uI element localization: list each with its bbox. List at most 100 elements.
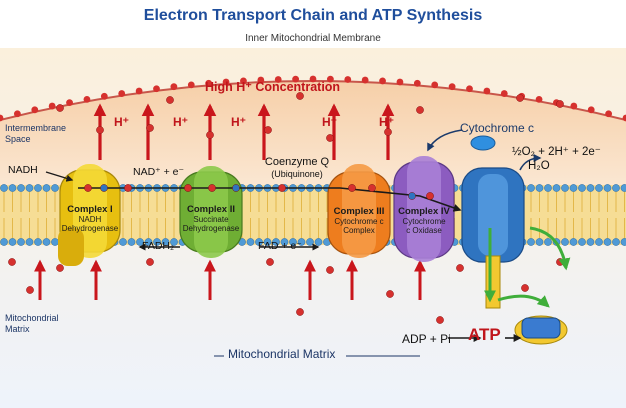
complex-iii-shape	[327, 164, 391, 258]
proton-dot	[326, 134, 334, 142]
lipid-head	[612, 238, 620, 246]
proton-label: H⁺	[322, 115, 337, 129]
membrane-dot	[326, 75, 334, 83]
complex-i-label: Complex I NADH Dehydrogenase	[61, 204, 119, 233]
intermembrane-region	[0, 81, 626, 190]
proton-dot	[416, 106, 424, 114]
lipid-head	[17, 184, 25, 192]
green-flow-arrow-right	[529, 226, 571, 271]
electron-dot	[278, 184, 286, 192]
electron-dot	[124, 184, 132, 192]
lipid-head	[51, 238, 59, 246]
lipid-head	[586, 238, 595, 246]
cytochrome-c-label: Cytochrome c	[460, 121, 535, 135]
proton-dot	[436, 316, 444, 324]
proton-label: H⁺	[231, 115, 246, 129]
membrane-dot	[48, 102, 56, 110]
membrane-dot	[135, 87, 143, 95]
membrane-dot	[379, 77, 386, 85]
membrane-dot	[570, 102, 578, 110]
lipid-head	[314, 238, 323, 246]
lipid-head	[620, 238, 626, 246]
lipid-head	[144, 238, 153, 246]
lipid-head	[170, 238, 178, 246]
lipid-head	[297, 238, 306, 246]
proton-dot	[296, 92, 304, 100]
membrane-dot	[170, 83, 178, 91]
proton-dot	[384, 128, 392, 136]
membrane-dot	[274, 76, 282, 83]
complex-iv-label: Complex IV Cytochrome c Oxidase	[398, 206, 450, 235]
complex-ii-shape	[179, 166, 243, 258]
lipid-head	[527, 184, 535, 192]
lipid-head	[280, 238, 289, 246]
proton-dot	[26, 286, 34, 294]
membrane-dot	[483, 87, 491, 95]
lipid-head	[561, 184, 569, 192]
membrane-dot	[413, 79, 421, 87]
membrane-dot	[205, 79, 213, 87]
lipid-head	[306, 238, 314, 246]
electron-dot	[408, 192, 416, 200]
lipid-head	[578, 184, 586, 192]
proton-dot	[56, 104, 64, 112]
proton-dot	[8, 258, 16, 266]
water-arrow	[519, 154, 542, 171]
proton-dot	[326, 266, 334, 274]
electron-dot	[368, 184, 376, 192]
lipid-head	[595, 184, 603, 192]
membrane-dot	[222, 78, 230, 86]
electron-dot	[348, 184, 356, 192]
electron-dot	[426, 192, 434, 200]
lipid-head	[544, 238, 552, 246]
complex-ii-label: Complex II Succinate Dehydrogenase	[182, 204, 240, 233]
lipid-head	[8, 238, 17, 246]
proton-dot	[456, 264, 464, 272]
cytochrome-c-shape	[470, 135, 496, 151]
electron-dot	[84, 184, 92, 192]
electron-dot	[232, 184, 240, 192]
lipid-head	[263, 238, 272, 246]
proton-dot	[146, 258, 154, 266]
membrane-dot	[605, 110, 613, 118]
coenzyme-q-label: Coenzyme Q(Ubiquinone)	[264, 156, 330, 179]
diagram-subtitle: Inner Mitochondrial Membrane	[245, 33, 381, 44]
membrane-dot	[431, 81, 439, 89]
lipid-head	[289, 238, 297, 246]
water-label: H₂O	[528, 160, 550, 172]
membrane-dot	[622, 114, 626, 122]
lipid-head	[552, 184, 561, 192]
proton-dots	[8, 92, 564, 324]
proton-dot	[266, 258, 274, 266]
lipid-head	[34, 238, 42, 246]
lipid-head	[603, 184, 612, 192]
lipid-head	[153, 238, 161, 246]
lipid-head	[25, 184, 34, 192]
membrane-dot	[0, 114, 4, 122]
electron-dot	[100, 184, 108, 192]
proton-dot	[521, 284, 529, 292]
lipid-head	[569, 184, 578, 192]
adp-pi-label: ADP + Pi	[402, 332, 451, 346]
proton-dot	[206, 131, 214, 139]
membrane-dot	[309, 75, 317, 83]
proton-label: H⁺	[114, 115, 129, 129]
membrane-dot	[466, 85, 473, 93]
membrane-dot	[448, 83, 456, 91]
proton-dot	[166, 96, 174, 104]
lipid-head	[535, 238, 544, 246]
membrane-dot	[361, 76, 369, 84]
proton-dot	[556, 258, 564, 266]
atp-synthase-shape	[461, 167, 568, 345]
lipid-head	[42, 238, 51, 246]
proton-dot	[516, 94, 524, 102]
membrane-dot	[100, 92, 108, 100]
lipid-head	[620, 184, 626, 192]
lipid-head	[246, 238, 255, 246]
lipid-head	[0, 238, 8, 246]
electron-dot	[184, 184, 192, 192]
